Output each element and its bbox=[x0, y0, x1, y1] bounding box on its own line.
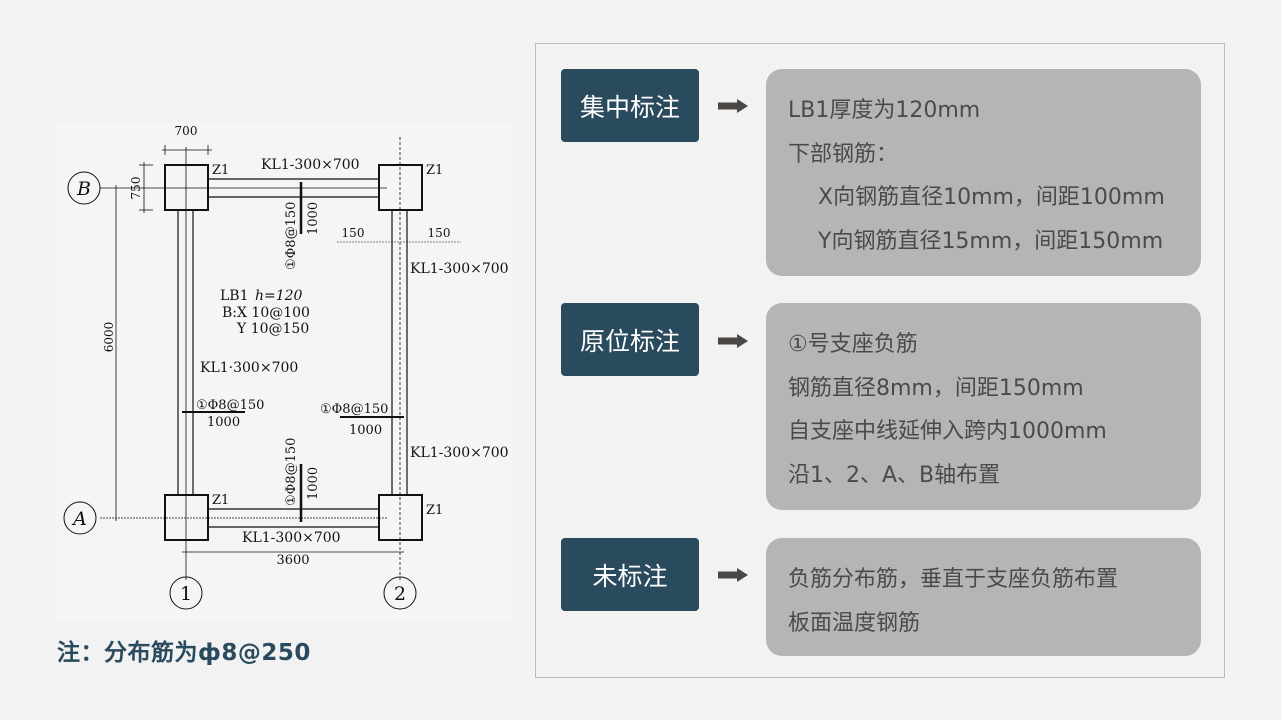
axis-label-2: 2 bbox=[394, 583, 406, 605]
slab-bottom-y: Y 10@150 bbox=[236, 321, 309, 337]
beam-label-right-top: KL1-300×700 bbox=[410, 261, 509, 277]
dim-offset-left: 150 bbox=[342, 226, 365, 240]
rebar-label-top: ①Φ8@150 bbox=[284, 202, 299, 270]
rebar-label-bottom: ①Φ8@150 bbox=[284, 438, 299, 506]
beam-label-top: KL1-300×700 bbox=[261, 157, 360, 173]
tag-unannotated: 未标注 bbox=[561, 538, 699, 611]
box-line: ①号支座负筋 bbox=[788, 332, 918, 357]
column-a2 bbox=[378, 494, 423, 541]
axis-bubble-1 bbox=[169, 576, 203, 610]
tag-concentrated-annotation: 集中标注 bbox=[561, 69, 699, 142]
slab-label: LB1 bbox=[220, 288, 249, 304]
column-label: Z1 bbox=[426, 163, 443, 178]
dim-offset-right: 150 bbox=[428, 226, 451, 240]
axis-bubble-b bbox=[67, 171, 101, 205]
axis-bubble-a bbox=[63, 501, 97, 535]
dim-column-depth: 750 bbox=[129, 177, 143, 200]
dim-column-width: 700 bbox=[175, 124, 198, 138]
right-arrow-icon bbox=[718, 568, 748, 582]
beam-label-left: KL1·300×700 bbox=[200, 360, 298, 376]
beam-label-right-bottom: KL1-300×700 bbox=[410, 445, 509, 461]
axis-label-b: B bbox=[76, 178, 91, 200]
axis-label-a: A bbox=[71, 508, 87, 530]
axis-bubble-2 bbox=[383, 576, 417, 610]
rebar-label-right: ①Φ8@150 bbox=[320, 402, 388, 417]
rebar-label-left: ①Φ8@150 bbox=[196, 398, 264, 413]
slab-thickness: h=120 bbox=[255, 288, 303, 304]
column-label: Z1 bbox=[212, 493, 229, 508]
box-line: 钢筋直径8mm，间距150mm bbox=[788, 375, 1084, 401]
slab-bottom-x: B:X 10@100 bbox=[222, 305, 310, 321]
dim-span-y: 6000 bbox=[102, 322, 116, 353]
column-a1 bbox=[164, 494, 209, 541]
in-situ-annotation-box: ①号支座负筋 钢筋直径8mm，间距150mm 自支座中线延伸入跨内1000mm … bbox=[766, 303, 1201, 510]
unannotated-box: 负筋分布筋，垂直于支座负筋布置 板面温度钢筋 bbox=[766, 538, 1201, 656]
column-label: Z1 bbox=[212, 163, 229, 178]
annotation-panel: 集中标注 LB1厚度为120mm 下部钢筋： X向钢筋直径10mm，间距100m… bbox=[535, 43, 1225, 678]
rebar-length-bottom: 1000 bbox=[306, 467, 321, 500]
box-line: 自支座中线延伸入跨内1000mm bbox=[788, 419, 1107, 444]
column-label: Z1 bbox=[426, 503, 443, 518]
beam-label-bottom: KL1-300×700 bbox=[242, 530, 341, 546]
box-line: Y向钢筋直径15mm，间距150mm bbox=[818, 228, 1164, 254]
column-b1 bbox=[164, 164, 209, 211]
right-arrow-icon bbox=[718, 334, 748, 348]
rebar-length-left: 1000 bbox=[207, 415, 240, 430]
axis-label-1: 1 bbox=[180, 583, 192, 605]
box-line: LB1厚度为120mm bbox=[788, 98, 981, 123]
rebar-length-top: 1000 bbox=[306, 202, 321, 235]
tag-in-situ-annotation: 原位标注 bbox=[561, 303, 699, 376]
concentrated-annotation-box: LB1厚度为120mm 下部钢筋： X向钢筋直径10mm，间距100mm Y向钢… bbox=[766, 69, 1201, 276]
dim-span-x: 3600 bbox=[276, 553, 309, 568]
rebar-length-right: 1000 bbox=[349, 423, 382, 438]
column-b2 bbox=[378, 164, 423, 211]
structural-plan-drawing: B A 1 2 700 750 6000 3600 150 150 Z1 Z1 … bbox=[55, 122, 512, 622]
box-line: 沿1、2、A、B轴布置 bbox=[788, 462, 1001, 488]
distribution-bar-note: 注：分布筋为ф8@250 bbox=[57, 640, 311, 666]
box-line: X向钢筋直径10mm，间距100mm bbox=[818, 185, 1165, 210]
box-line: 板面温度钢筋 bbox=[788, 610, 921, 636]
box-line: 负筋分布筋，垂直于支座负筋布置 bbox=[788, 567, 1119, 592]
box-line: 下部钢筋： bbox=[788, 141, 899, 167]
plan-svg: B A 1 2 700 750 6000 3600 150 150 Z1 Z1 … bbox=[63, 124, 509, 610]
right-arrow-icon bbox=[718, 99, 748, 113]
